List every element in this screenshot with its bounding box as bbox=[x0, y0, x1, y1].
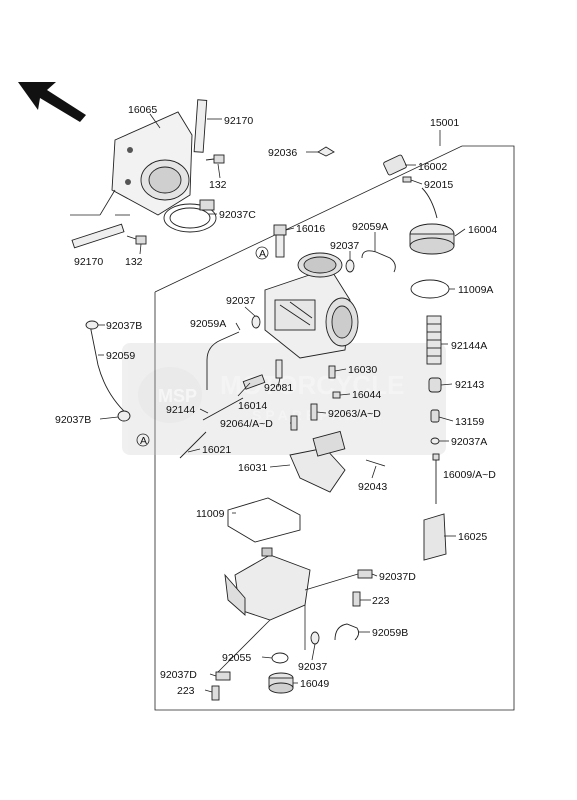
o-ring-bot-part bbox=[271, 652, 289, 664]
clamp-part bbox=[163, 199, 217, 233]
watermark-logo: MSP bbox=[158, 386, 197, 406]
callout-92037d-left: 92037D bbox=[160, 669, 197, 681]
callout-92144: 92144 bbox=[166, 404, 195, 416]
callout-16004: 16004 bbox=[468, 224, 497, 236]
tube-top-part bbox=[361, 250, 396, 273]
jet-a-part bbox=[328, 365, 336, 379]
pilot-screw-part bbox=[179, 431, 207, 459]
callout-92081: 92081 bbox=[264, 382, 293, 394]
callout-11009: 11009 bbox=[196, 508, 225, 520]
callout-labels: 16065 92170 132 92036 15001 16002 92015 … bbox=[55, 104, 497, 697]
callout-92037b-bottom: 92037B bbox=[55, 414, 91, 426]
callout-92036: 92036 bbox=[268, 147, 297, 159]
callout-92170-bottom: 92170 bbox=[74, 256, 103, 268]
tube-long-part bbox=[89, 324, 129, 416]
o-ring-top-part bbox=[410, 279, 450, 299]
callout-92015: 92015 bbox=[424, 179, 453, 191]
bolt-bottom-part bbox=[126, 235, 147, 245]
callout-16016: 16016 bbox=[296, 223, 325, 235]
spring-part bbox=[383, 154, 412, 183]
jet-b-part bbox=[332, 391, 341, 399]
ring-part bbox=[430, 437, 440, 445]
throttle-valve-part bbox=[423, 513, 447, 561]
callout-92043: 92043 bbox=[358, 481, 387, 493]
callout-16021: 16021 bbox=[202, 444, 231, 456]
callout-92059b: 92059B bbox=[372, 627, 408, 639]
air-screw-part bbox=[273, 224, 287, 258]
callout-92037-top: 92037 bbox=[330, 240, 359, 252]
carburetor-body-part bbox=[264, 252, 359, 359]
callout-16049: 16049 bbox=[300, 678, 329, 690]
callout-15001: 15001 bbox=[430, 117, 459, 129]
ref-marker-bottom-label: A bbox=[140, 435, 147, 447]
ref-marker-top bbox=[255, 246, 269, 260]
callout-16025: 16025 bbox=[458, 531, 487, 543]
callout-92037d-right: 92037D bbox=[379, 571, 416, 583]
watermark: MSP MOTORCYCLE SPAREPARTS bbox=[122, 343, 446, 455]
callout-92037b-top: 92037B bbox=[106, 320, 142, 332]
callout-223-right: 223 bbox=[372, 595, 390, 607]
float-pin-part bbox=[365, 459, 386, 467]
tube-left-part bbox=[206, 331, 240, 390]
callout-92064: 92064/A~D bbox=[220, 418, 273, 430]
jet-needle-part bbox=[432, 453, 440, 504]
ref-marker-top-label: A bbox=[259, 248, 266, 260]
clip-part bbox=[317, 146, 335, 157]
clamp-d-right-part bbox=[357, 569, 373, 579]
screw-part bbox=[242, 374, 266, 390]
bracket-bottom-part bbox=[71, 223, 125, 249]
retainer-part bbox=[428, 377, 442, 393]
callout-92055: 92055 bbox=[222, 652, 251, 664]
callout-92059a-left: 92059A bbox=[190, 318, 226, 330]
spring-small-part bbox=[275, 359, 283, 379]
jet-c-part bbox=[310, 403, 318, 421]
callout-16044: 16044 bbox=[352, 389, 381, 401]
callout-92143: 92143 bbox=[455, 379, 484, 391]
callout-11009a: 11009A bbox=[458, 284, 493, 296]
bolt-223-right-part bbox=[352, 591, 361, 607]
callout-132-bottom: 132 bbox=[125, 256, 143, 268]
plate-part bbox=[430, 409, 440, 423]
float-part bbox=[289, 430, 346, 493]
callout-92037a: 92037A bbox=[451, 436, 487, 448]
callout-16031: 16031 bbox=[238, 462, 267, 474]
spring-long-part bbox=[426, 315, 442, 365]
float-chamber-part bbox=[224, 547, 311, 621]
callout-16065: 16065 bbox=[128, 104, 157, 116]
callout-16030: 16030 bbox=[348, 364, 377, 376]
tube-b-part bbox=[334, 623, 360, 641]
clamp-small-bot-part bbox=[310, 631, 320, 645]
leader-lines bbox=[70, 113, 466, 693]
callout-92059: 92059 bbox=[106, 350, 135, 362]
callout-92063: 92063/A~D bbox=[328, 408, 381, 420]
carb-cap-part bbox=[409, 187, 455, 255]
callout-223-left: 223 bbox=[177, 685, 195, 697]
spring-diag-part bbox=[202, 397, 244, 421]
callout-16014: 16014 bbox=[238, 400, 267, 412]
drain-plug-part bbox=[268, 672, 294, 694]
callout-132-top: 132 bbox=[209, 179, 227, 191]
callout-16002: 16002 bbox=[418, 161, 447, 173]
ref-marker-bottom bbox=[136, 433, 150, 447]
bracket-top-part bbox=[193, 99, 208, 153]
direction-arrow-icon bbox=[18, 82, 86, 122]
callout-92037c: 92037C bbox=[219, 209, 256, 221]
callout-92037-bottom: 92037 bbox=[298, 661, 327, 673]
clamp-d-left-part bbox=[215, 671, 231, 681]
callout-92144a: 92144A bbox=[451, 340, 487, 352]
assembly-frame bbox=[154, 130, 515, 711]
callout-16009: 16009/A~D bbox=[443, 469, 496, 481]
callout-92059a-top: 92059A bbox=[352, 221, 388, 233]
jet-d-part bbox=[290, 415, 298, 431]
callout-92037-mid: 92037 bbox=[226, 295, 255, 307]
callout-13159: 13159 bbox=[455, 416, 484, 428]
clamp-small-mid-part bbox=[251, 315, 261, 329]
bolt-top-part bbox=[205, 154, 225, 164]
clamp-small-top-part bbox=[345, 259, 355, 273]
intake-holder-part bbox=[111, 111, 193, 216]
callout-92170-top: 92170 bbox=[224, 115, 253, 127]
bolt-223-left-part bbox=[211, 685, 220, 701]
gasket-part bbox=[227, 497, 301, 543]
